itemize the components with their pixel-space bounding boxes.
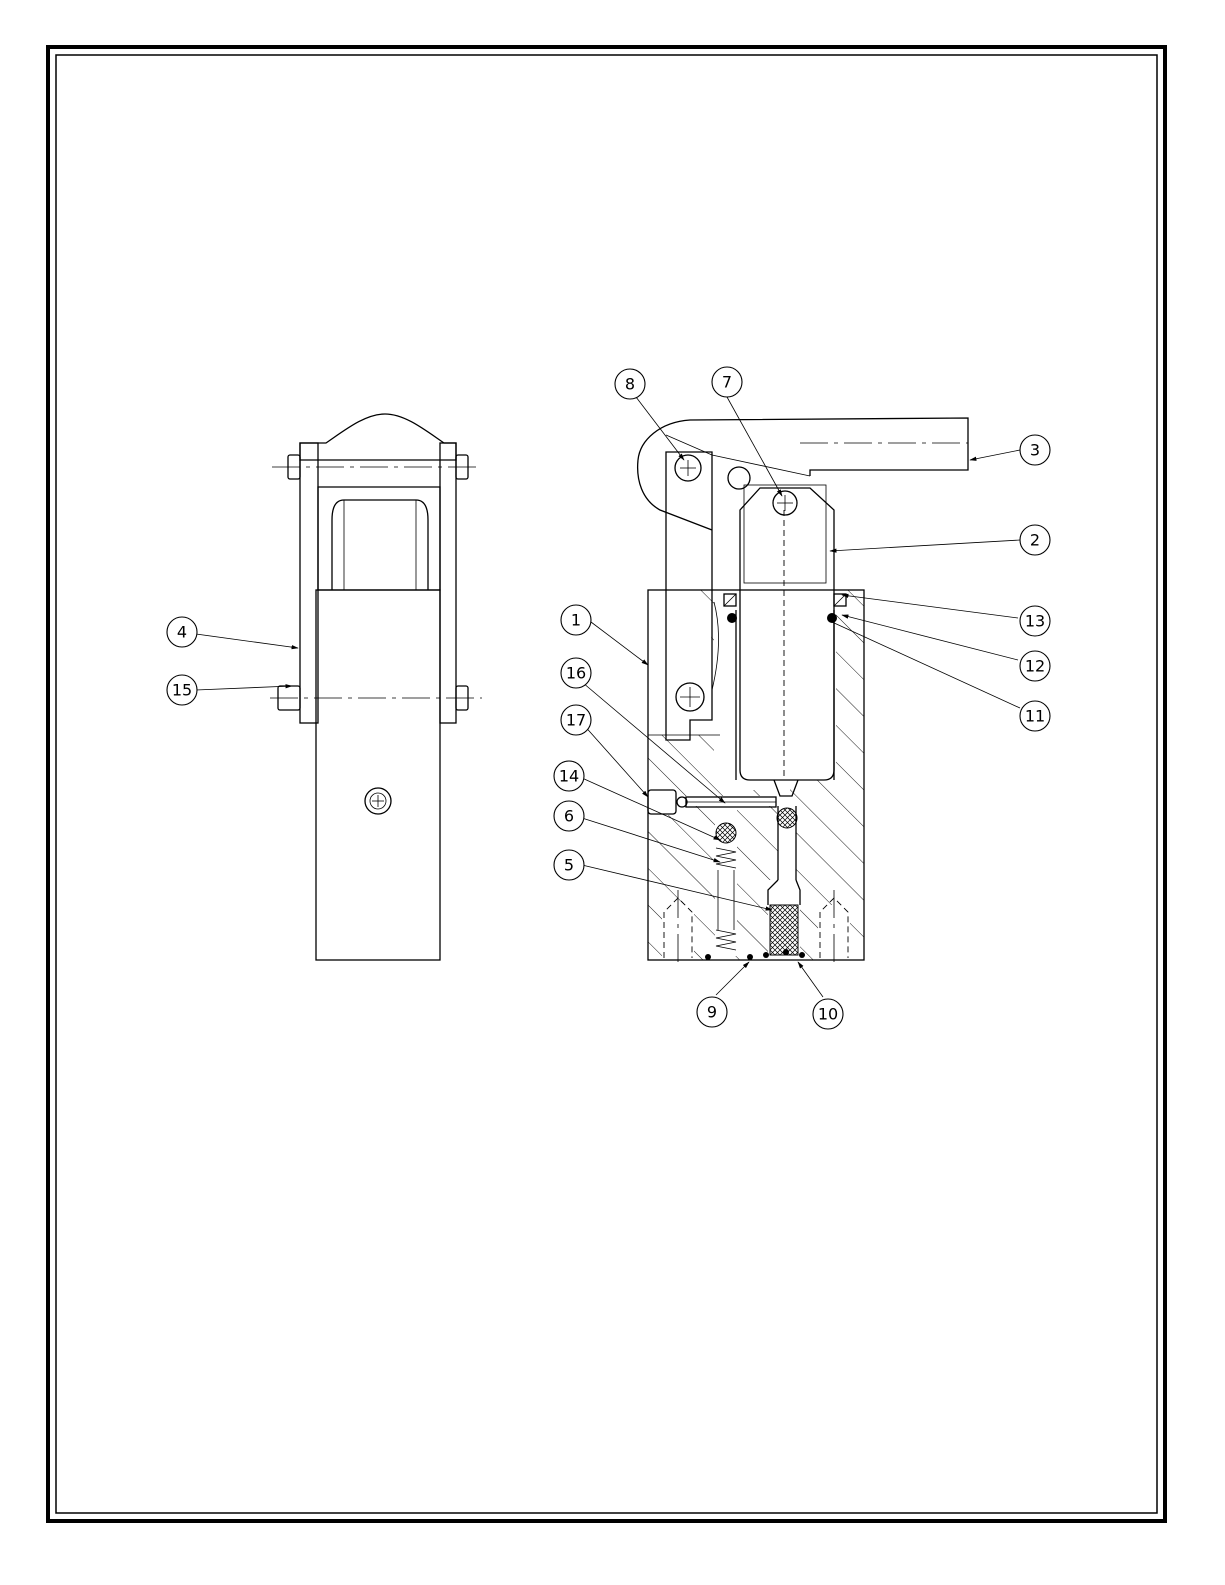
svg-text:17: 17 <box>566 711 586 730</box>
section-view <box>638 418 968 965</box>
callout-5: 5 <box>554 850 584 880</box>
svg-text:2: 2 <box>1030 531 1040 550</box>
svg-text:7: 7 <box>722 373 732 392</box>
svg-text:11: 11 <box>1025 707 1045 726</box>
svg-text:1: 1 <box>571 611 581 630</box>
callout-3: 3 <box>1020 435 1050 465</box>
callout-2: 2 <box>1020 525 1050 555</box>
callout-6: 6 <box>554 801 584 831</box>
callout-9: 9 <box>697 997 727 1027</box>
sheet-border <box>48 47 1165 1521</box>
svg-text:3: 3 <box>1030 441 1040 460</box>
callout-15: 15 <box>167 675 197 705</box>
callout-12: 12 <box>1020 651 1050 681</box>
svg-text:4: 4 <box>177 623 187 642</box>
svg-text:12: 12 <box>1025 657 1045 676</box>
svg-text:14: 14 <box>559 767 579 786</box>
svg-text:9: 9 <box>707 1003 717 1022</box>
svg-text:10: 10 <box>818 1005 838 1024</box>
svg-text:5: 5 <box>564 856 574 875</box>
svg-text:16: 16 <box>566 664 586 683</box>
callout-16: 16 <box>561 658 591 688</box>
callout-14: 14 <box>554 761 584 791</box>
side-view <box>270 414 482 960</box>
svg-text:13: 13 <box>1025 612 1045 631</box>
svg-text:8: 8 <box>625 375 635 394</box>
callout-11: 11 <box>1020 701 1050 731</box>
callout-10: 10 <box>813 999 843 1029</box>
callout-13: 13 <box>1020 606 1050 636</box>
svg-text:6: 6 <box>564 807 574 826</box>
callout-8: 8 <box>615 369 645 399</box>
callout-7: 7 <box>712 367 742 397</box>
svg-text:15: 15 <box>172 681 192 700</box>
callout-1: 1 <box>561 605 591 635</box>
callout-4: 4 <box>167 617 197 647</box>
callout-17: 17 <box>561 705 591 735</box>
